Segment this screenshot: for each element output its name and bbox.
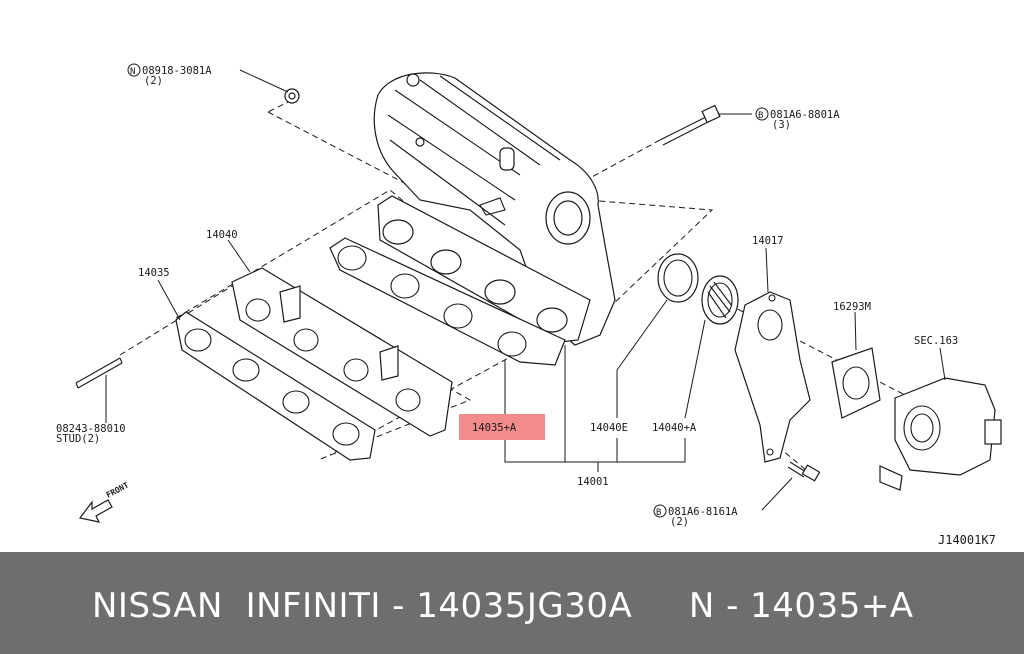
adapter-label: 14040+A <box>652 422 697 434</box>
highlight-box <box>459 414 545 440</box>
manifold-runner-flange <box>377 195 591 343</box>
leader-dash-bolt <box>589 139 661 179</box>
nut <box>284 88 300 104</box>
manifold-gasket-inner <box>329 237 566 366</box>
gasket-outer-label: 14035 <box>138 267 170 279</box>
ring-label: 14040E <box>590 422 628 434</box>
bolt-bottom <box>787 461 821 482</box>
leader-dash-bolt-bottom <box>769 439 807 471</box>
callout-bolt-bottom: B 081A6-8161A (2) <box>653 504 738 528</box>
bolt-top <box>659 104 721 146</box>
bolt-bottom-part-label: 081A6-8161A <box>668 506 738 518</box>
bracket-label: 14017 <box>752 235 784 247</box>
bolt-top-prefix: B <box>758 111 763 121</box>
callout-nut: N 08918-3081A (2) <box>127 63 212 87</box>
front-arrow: FRONT <box>78 480 131 523</box>
nut-prefix: N <box>130 67 135 77</box>
stud-part-label: 08243-88010 <box>56 423 126 435</box>
throttle-body-gasket <box>831 347 881 419</box>
collector-label: 14040 <box>206 229 238 241</box>
intake-manifold-plenum <box>373 72 616 346</box>
o-ring <box>657 253 699 303</box>
diagram-id: J14001K7 <box>938 533 996 547</box>
bolt-bottom-qty-label: (2) <box>670 516 689 528</box>
bolt-top-qty-label: (3) <box>772 119 791 131</box>
bolt-bottom-prefix: B <box>656 508 661 518</box>
assembly-label: 14001 <box>577 476 609 488</box>
tb-gasket-label: 16293M <box>833 301 871 313</box>
highlight-label: 14035+A <box>472 422 517 434</box>
bolt-top-part-label: 081A6-8801A <box>770 109 840 121</box>
footer-bar <box>0 552 1024 654</box>
adapter <box>701 275 739 325</box>
parts-diagram: N 08918-3081A (2) B 081A6-8801A (3) 1404… <box>56 63 1002 547</box>
footer-title: NISSAN INFINITI - 14035JG30A N - 14035+A <box>92 586 914 626</box>
manifold-gasket-outer <box>175 311 376 461</box>
stud <box>75 357 123 389</box>
front-label: FRONT <box>105 480 131 499</box>
throttle-ref-label: SEC.163 <box>914 335 958 347</box>
callout-stud: 08243-88010 STUD(2) <box>56 423 126 445</box>
callout-bolt-top: B 081A6-8801A (3) <box>755 107 840 131</box>
nut-part-label: 08918-3081A <box>142 65 212 77</box>
intake-collector <box>231 267 453 437</box>
stud-label: STUD(2) <box>56 433 100 445</box>
nut-qty-label: (2) <box>144 75 163 87</box>
bracket <box>734 291 811 463</box>
throttle-body <box>879 377 1002 491</box>
